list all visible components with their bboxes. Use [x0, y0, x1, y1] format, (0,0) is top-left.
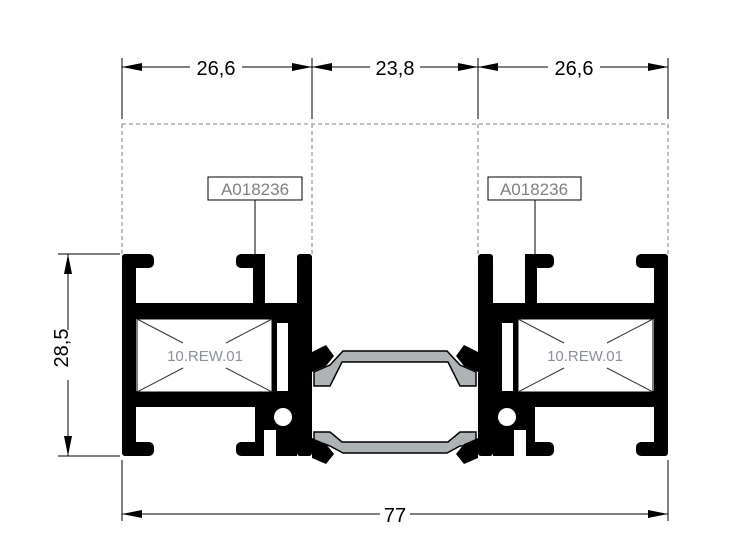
dimension-overall-width: 77 [384, 505, 406, 527]
thermal-break [313, 350, 477, 454]
right-insert-label: 10.REW.01 [547, 348, 623, 365]
dashed-outline [121, 123, 669, 254]
left-profile-code-box [207, 176, 303, 201]
left-profile-code: A018236 [221, 180, 289, 199]
left-insert-label: 10.REW.01 [167, 348, 243, 365]
right-profile-code-box [487, 176, 582, 201]
dimension-top-right: 26,6 [555, 58, 594, 80]
dimension-top-left: 26,6 [197, 58, 236, 80]
right-profile-code: A018236 [500, 180, 568, 199]
dimension-height: 28,5 [51, 329, 73, 368]
dimension-top-middle: 23,8 [376, 58, 415, 80]
